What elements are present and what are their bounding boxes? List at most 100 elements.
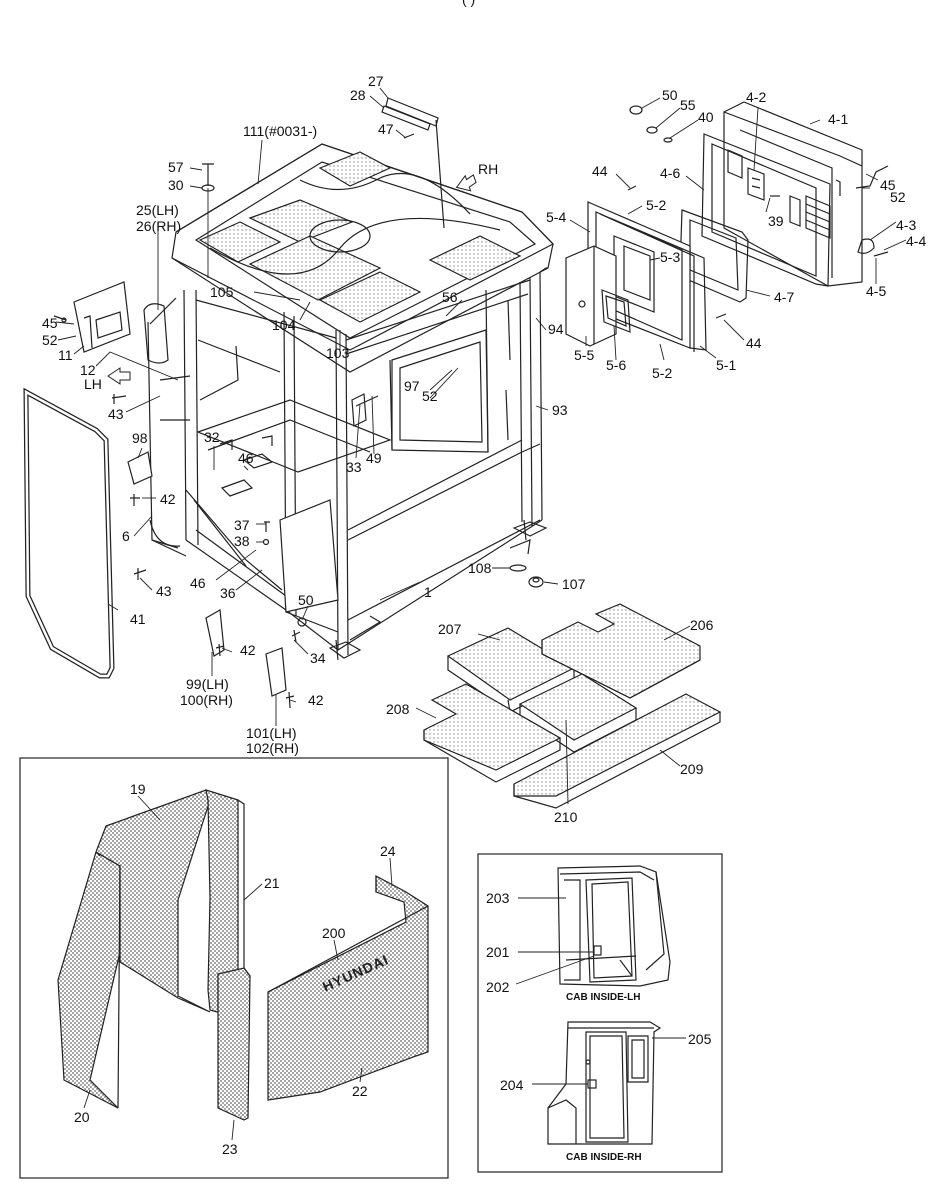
label-41: 41 [130, 611, 146, 627]
label-107: 107 [562, 576, 586, 592]
label-rh: RH [478, 161, 499, 177]
label-98: 98 [132, 430, 148, 446]
direction-arrows [107, 174, 477, 385]
leader-lines [55, 87, 907, 1141]
label-6: 6 [122, 528, 130, 544]
plate-part [73, 281, 131, 353]
label-42a: 42 [160, 491, 176, 507]
label-5-1: 5-1 [716, 357, 737, 373]
label-47: 47 [378, 121, 394, 137]
label-52b: 52 [422, 388, 438, 404]
label-4-2: 4-2 [746, 89, 767, 105]
label-101: 101(LH) [246, 725, 297, 741]
cab-inside-rh [547, 1021, 662, 1145]
label-45a: 45 [42, 315, 58, 331]
label-209: 209 [680, 761, 704, 777]
label-5-2b: 5-2 [652, 365, 673, 381]
label-46b: 46 [190, 575, 206, 591]
window-seal [23, 387, 115, 679]
label-44a: 44 [592, 163, 608, 179]
label-97: 97 [404, 378, 420, 394]
floor-mats [423, 603, 722, 809]
label-33: 33 [346, 459, 362, 475]
label-11: 11 [58, 347, 73, 363]
label-44b: 44 [746, 335, 762, 351]
label-52a: 52 [42, 332, 58, 348]
label-57: 57 [168, 159, 184, 175]
label-208: 208 [386, 701, 410, 717]
label-111: 111(#0031-) [243, 123, 318, 139]
label-43a: 43 [108, 406, 124, 422]
label-19: 19 [130, 781, 146, 797]
header-fragment: ( ) [462, 0, 475, 6]
label-25: 25(LH) [136, 202, 179, 218]
label-4-1: 4-1 [828, 111, 849, 127]
label-94: 94 [548, 321, 564, 337]
label-55: 55 [680, 97, 696, 113]
label-24: 24 [380, 843, 396, 859]
label-27: 27 [368, 73, 384, 89]
label-43b: 43 [156, 583, 172, 599]
label-105: 105 [210, 284, 234, 300]
label-52c: 52 [890, 189, 906, 205]
label-4-5: 4-5 [866, 283, 887, 299]
label-202: 202 [486, 979, 510, 995]
label-210: 210 [554, 809, 578, 825]
label-203: 203 [486, 890, 510, 906]
label-4-6: 4-6 [660, 165, 681, 181]
label-5-3: 5-3 [660, 249, 681, 265]
filter-assembly [565, 101, 889, 352]
label-99: 99(LH) [186, 676, 229, 692]
label-40: 40 [698, 109, 714, 125]
label-56: 56 [442, 289, 458, 305]
brackets [127, 451, 531, 697]
rh-arrow-icon [455, 174, 477, 192]
label-207: 207 [438, 621, 462, 637]
label-206: 206 [690, 617, 714, 633]
label-108: 108 [468, 560, 492, 576]
label-103: 103 [326, 345, 350, 361]
label-36: 36 [220, 585, 236, 601]
lh-arrow-icon [107, 367, 131, 385]
label-22: 22 [352, 1083, 368, 1099]
panels-box [19, 757, 449, 1179]
cab-inside-box [477, 853, 723, 1173]
label-32: 32 [204, 429, 220, 445]
label-5-2a: 5-2 [646, 197, 667, 213]
label-lh: LH [84, 376, 102, 392]
label-5-4: 5-4 [546, 209, 567, 225]
label-201: 201 [486, 944, 510, 960]
label-12: 12 [80, 362, 96, 378]
label-37: 37 [234, 517, 250, 533]
label-205: 205 [688, 1031, 712, 1047]
label-34: 34 [310, 650, 326, 666]
label-23: 23 [222, 1141, 238, 1157]
label-50b: 50 [662, 87, 678, 103]
label-93: 93 [552, 402, 568, 418]
label-39: 39 [768, 213, 784, 229]
label-30: 30 [168, 177, 184, 193]
label-26: 26(RH) [136, 218, 182, 234]
label-28: 28 [350, 87, 366, 103]
label-200: 200 [322, 925, 346, 941]
label-204: 204 [500, 1077, 524, 1093]
label-42c: 42 [308, 692, 324, 708]
label-49: 49 [366, 450, 382, 466]
label-100: 100(RH) [180, 692, 233, 708]
label-42b: 42 [240, 642, 256, 658]
label-4-7: 4-7 [774, 289, 795, 305]
label-5-6: 5-6 [606, 357, 627, 373]
label-21: 21 [264, 875, 280, 891]
interior-panels [57, 789, 429, 1121]
caption-cab-inside-lh: CAB INSIDE-LH [566, 992, 641, 1003]
cab-inside-lh [557, 865, 671, 987]
label-104: 104 [272, 317, 296, 333]
label-46a: 46 [238, 450, 254, 466]
label-5-5: 5-5 [574, 347, 595, 363]
label-102: 102(RH) [246, 740, 299, 756]
label-50a: 50 [298, 592, 314, 608]
label-1: 1 [424, 584, 432, 600]
label-20: 20 [74, 1109, 90, 1125]
cab-frame [143, 143, 554, 661]
